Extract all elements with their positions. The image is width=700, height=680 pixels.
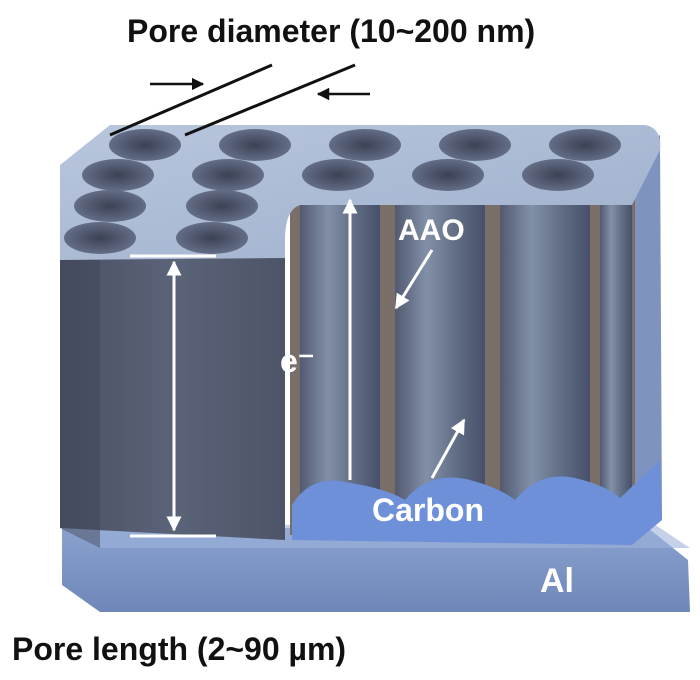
carbon-layer <box>292 460 662 545</box>
carbon-label: Carbon <box>372 492 484 528</box>
pore <box>74 190 146 222</box>
pore-length-label: Pore length (2~90 µm) <box>12 631 346 667</box>
al-label: Al <box>540 562 574 600</box>
pore <box>176 222 248 254</box>
block-right-face <box>630 135 662 540</box>
pore <box>412 159 484 191</box>
carbon-pointer-arrow-icon <box>430 418 466 479</box>
pore-length-indicator <box>130 254 216 538</box>
pore <box>82 159 154 191</box>
pore-diameter-indicator <box>109 63 370 137</box>
pore <box>186 190 258 222</box>
pore <box>522 159 594 191</box>
electron-label: e⁻ <box>280 343 315 379</box>
aao-pointer-arrow-icon <box>394 249 434 310</box>
pore <box>64 222 136 254</box>
pore <box>439 129 511 161</box>
pore <box>549 129 621 161</box>
top-surface <box>60 125 661 260</box>
aao-label: AAO <box>398 214 465 247</box>
pore <box>192 159 264 191</box>
pore-diameter-label: Pore diameter (10~200 nm) <box>127 13 535 49</box>
pore <box>219 129 291 161</box>
pore <box>109 129 181 161</box>
pore <box>302 159 374 191</box>
pore <box>329 129 401 161</box>
cutaway-region <box>290 190 662 545</box>
